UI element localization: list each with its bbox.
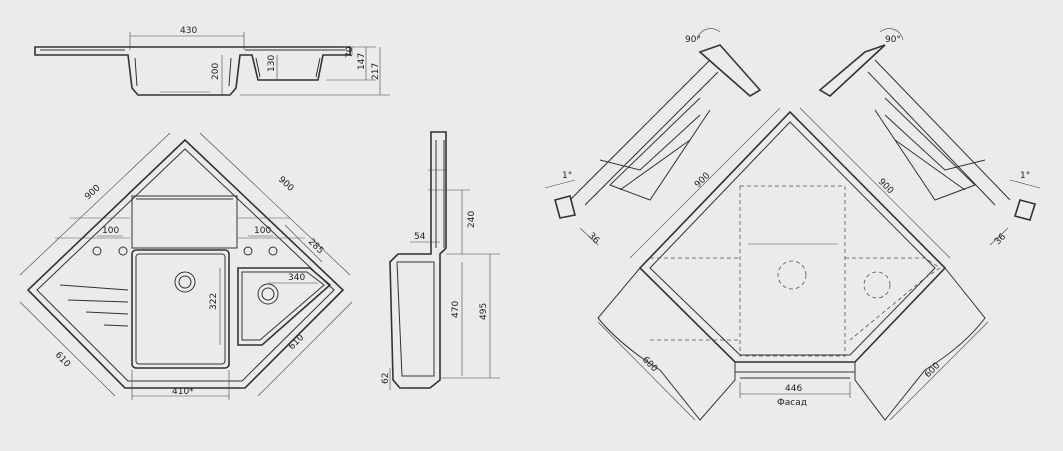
installation-view: 90° 90° 1° 1° 36 36 900 900 600 600 446 … [544,28,1041,421]
angle-90-left: 90° [685,35,701,45]
dim-900-install-left: 900 [693,171,712,190]
dim-495: 495 [479,303,489,320]
dim-36-left: 36 [586,231,601,246]
dim-410: 410* [172,387,194,397]
dim-62: 62 [381,373,391,384]
dim-285: 285 [306,237,325,256]
dim-240: 240 [467,211,477,228]
dim-147: 147 [357,53,367,70]
dim-430: 430 [180,26,197,36]
dim-54: 54 [414,232,426,242]
dim-446: 446 [785,384,802,394]
dim-130: 130 [267,55,277,72]
dim-70: 70 [345,46,355,58]
dim-340: 340 [288,273,305,283]
dim-36-right: 36 [993,232,1008,247]
dim-600-left: 600 [640,355,659,374]
dim-610-right: 610 [287,333,306,352]
dim-322: 322 [209,293,219,310]
dim-217: 217 [371,63,381,80]
dim-610-left: 610 [53,350,72,370]
facade-label: Фасад [777,398,807,408]
dim-900-install-right: 900 [876,177,895,196]
top-elevation-view: 430 200 130 70 147 217 [34,26,390,96]
dim-900-right: 900 [276,175,296,194]
side-section-view: 240 470 495 54 62 [381,131,500,390]
dim-200: 200 [211,63,221,80]
angle-1-right: 1° [1020,171,1030,181]
dim-100-left: 100 [102,226,119,236]
dim-470: 470 [451,301,461,318]
angle-1-left: 1° [562,171,572,181]
plan-view: 900 900 610 610 100 100 285 322 340 410* [19,132,353,400]
dim-100-right: 100 [254,226,271,236]
angle-90-right: 90° [885,35,901,45]
dim-600-right: 600 [923,361,942,380]
